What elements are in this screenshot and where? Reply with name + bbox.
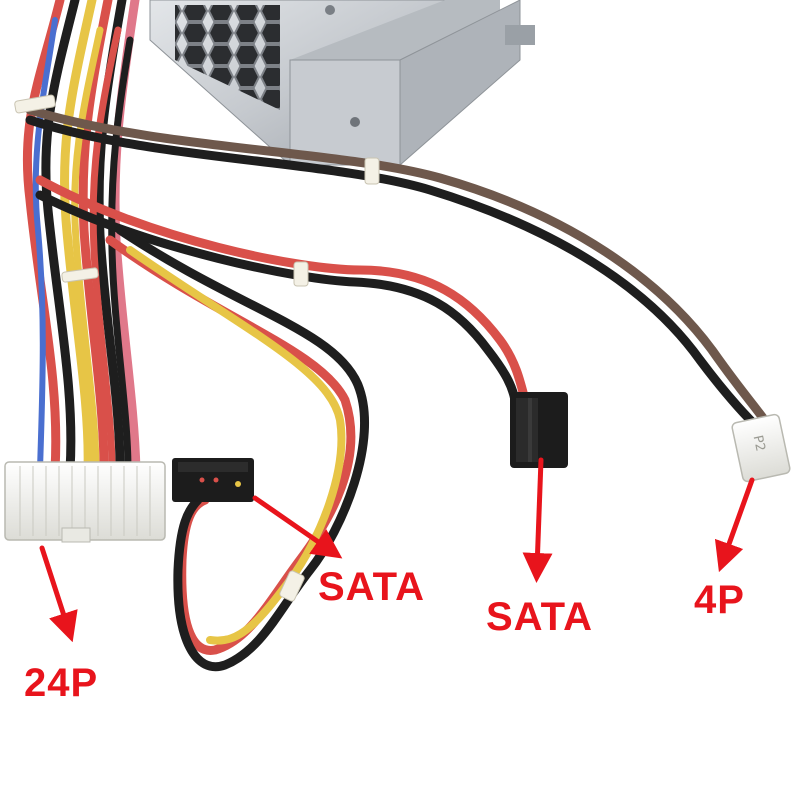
cable-ties — [14, 94, 380, 602]
connector-marking: P2 — [750, 434, 768, 453]
annotation-arrows — [39, 457, 755, 643]
sata-connector-right — [510, 392, 568, 468]
label-4p: 4P — [694, 578, 745, 622]
label-24p: 24P — [24, 661, 99, 705]
label-sata-right: SATA — [486, 595, 593, 639]
arrow-sata-right — [522, 457, 553, 583]
atx-24p-connector — [4, 461, 166, 543]
label-sata-left: SATA — [318, 565, 425, 609]
fan-grille — [175, 5, 280, 110]
molex-4p-connector: P2 — [731, 413, 791, 483]
arrow-4p — [714, 477, 755, 573]
peripheral-cables — [25, 105, 773, 672]
arrow-24p — [39, 545, 78, 643]
power-supply-unit — [149, 0, 535, 167]
arrow-sata-left — [252, 495, 343, 559]
sata-connector-left — [172, 458, 254, 502]
